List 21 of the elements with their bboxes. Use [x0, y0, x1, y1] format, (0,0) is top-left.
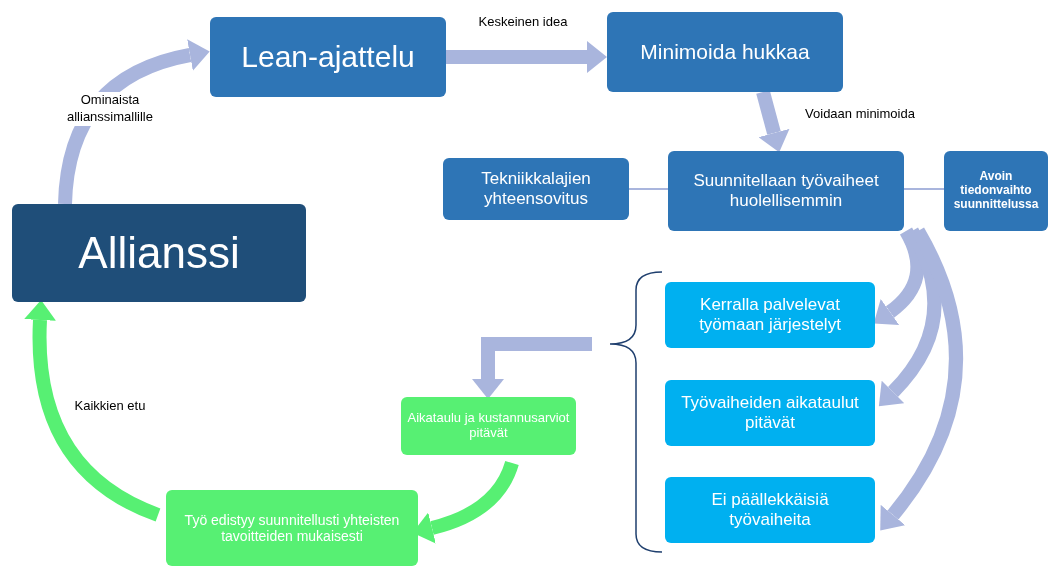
- arrow: [874, 227, 925, 325]
- process-box: Kerralla palvelevat työmaan järjestelyt: [665, 282, 875, 348]
- arrow: [756, 90, 790, 153]
- arrow: [446, 41, 607, 73]
- arrow: [472, 337, 592, 399]
- process-box: Ei päällekkäisiä työvaiheita: [665, 477, 875, 543]
- arrow: [880, 227, 963, 531]
- arrow: [24, 300, 161, 522]
- process-box: Avoin tiedonvaihto suunnittelussa: [944, 151, 1048, 231]
- process-box: Minimoida hukkaa: [607, 12, 843, 92]
- arrow: [58, 39, 210, 205]
- process-box: Suunnitellaan työvaiheet huolellisemmin: [668, 151, 904, 231]
- process-box: Lean-ajattelu: [210, 17, 446, 97]
- process-box: Aikataulu ja kustannusarviot pitävät: [401, 397, 576, 455]
- process-box: Työ edistyy suunnitellusti yhteisten tavoitteiden mukaisesti: [166, 490, 418, 566]
- process-box: Työvaiheiden aikataulut pitävät: [665, 380, 875, 446]
- connector-line: [903, 188, 945, 190]
- connector-line: [628, 188, 669, 190]
- arrow: [879, 227, 942, 407]
- process-box: Tekniikkalajien yhteensovitus: [443, 158, 629, 220]
- process-box: Allianssi: [12, 204, 306, 302]
